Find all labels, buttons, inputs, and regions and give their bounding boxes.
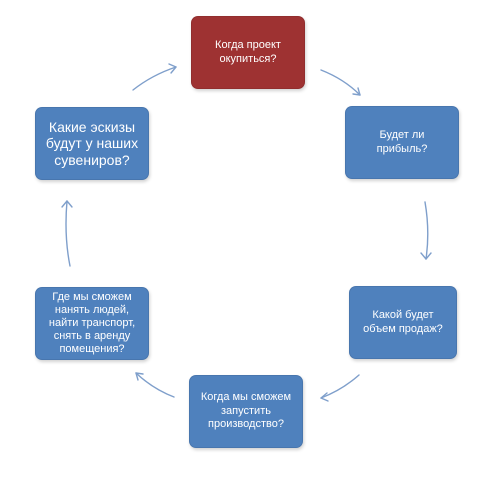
node-hire-people: Где мы сможем нанять людей, найти трансп… (35, 287, 149, 360)
node-project-payback: Когда проект окупиться? (191, 16, 305, 89)
node-souvenir-sketches: Какие эскизы будут у наших сувениров? (35, 107, 149, 180)
node-label: Будет ли прибыль? (376, 129, 428, 155)
node-launch-production: Когда мы сможем запустить производство? (189, 375, 303, 448)
arrow-3-to-4 (320, 374, 360, 402)
node-label: Какой будет объем продаж? (363, 309, 443, 335)
arrow-6-to-1 (132, 63, 177, 91)
arrow-2-to-3 (420, 201, 432, 260)
node-label: Где мы сможем нанять людей, найти трансп… (48, 291, 136, 355)
node-profit: Будет ли прибыль? (345, 106, 459, 179)
arrow-5-to-6 (61, 200, 73, 267)
arrow-4-to-5 (135, 372, 175, 398)
node-label: Когда проект окупиться? (215, 39, 281, 65)
node-sales-volume: Какой будет объем продаж? (349, 286, 457, 359)
node-label: Какие эскизы будут у наших сувениров? (45, 119, 139, 168)
node-label: Когда мы сможем запустить производство? (200, 391, 292, 431)
arrow-1-to-2 (320, 69, 361, 96)
